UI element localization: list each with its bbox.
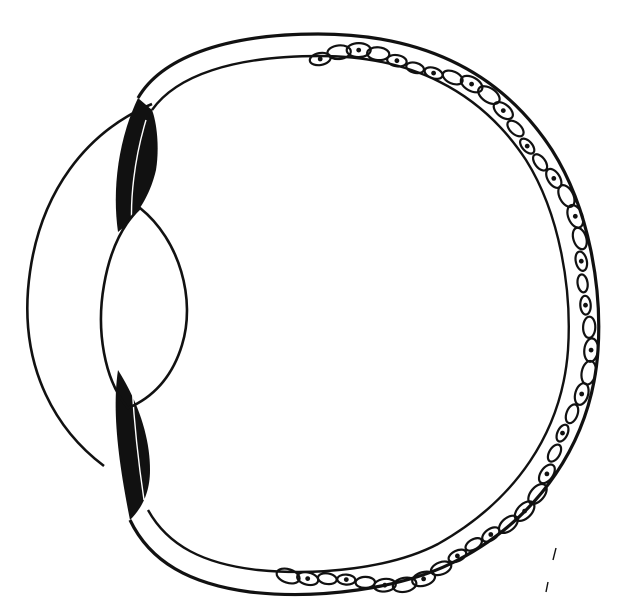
retina-dot [579,392,584,397]
retina-loop [563,403,580,425]
retina-loop [317,572,337,585]
retina-loop [583,317,596,339]
speck-mark [553,548,556,560]
retina-dot [455,554,460,559]
retina-dot [583,303,588,308]
retina-dot [318,57,323,62]
iris [116,98,158,520]
retina-dot [421,577,426,582]
retina-dot [356,48,361,53]
retina-dot [305,576,310,581]
retina-dot [469,82,474,87]
sclera [130,34,599,594]
lens [101,208,187,408]
retina-dot [488,532,493,537]
retina-loop [355,577,375,588]
retina-dot [579,259,584,264]
retina-dot [382,583,387,588]
retina-dot [522,509,527,514]
retina-dot [573,214,578,219]
retina-dot [395,58,400,63]
speck-mark [546,582,548,592]
retina-dot [560,431,565,436]
retina [275,43,599,594]
retina-loop [463,536,484,554]
retina-loop [576,274,588,293]
retina-dot [589,348,594,353]
retina-dot [344,577,349,582]
retina-loop [475,83,503,108]
retina-dot [431,71,436,76]
retina-dot [551,176,556,181]
retina-loop [545,442,564,464]
retina-dot [545,472,550,477]
retina-dot [525,144,530,149]
retina-dot [501,108,506,113]
